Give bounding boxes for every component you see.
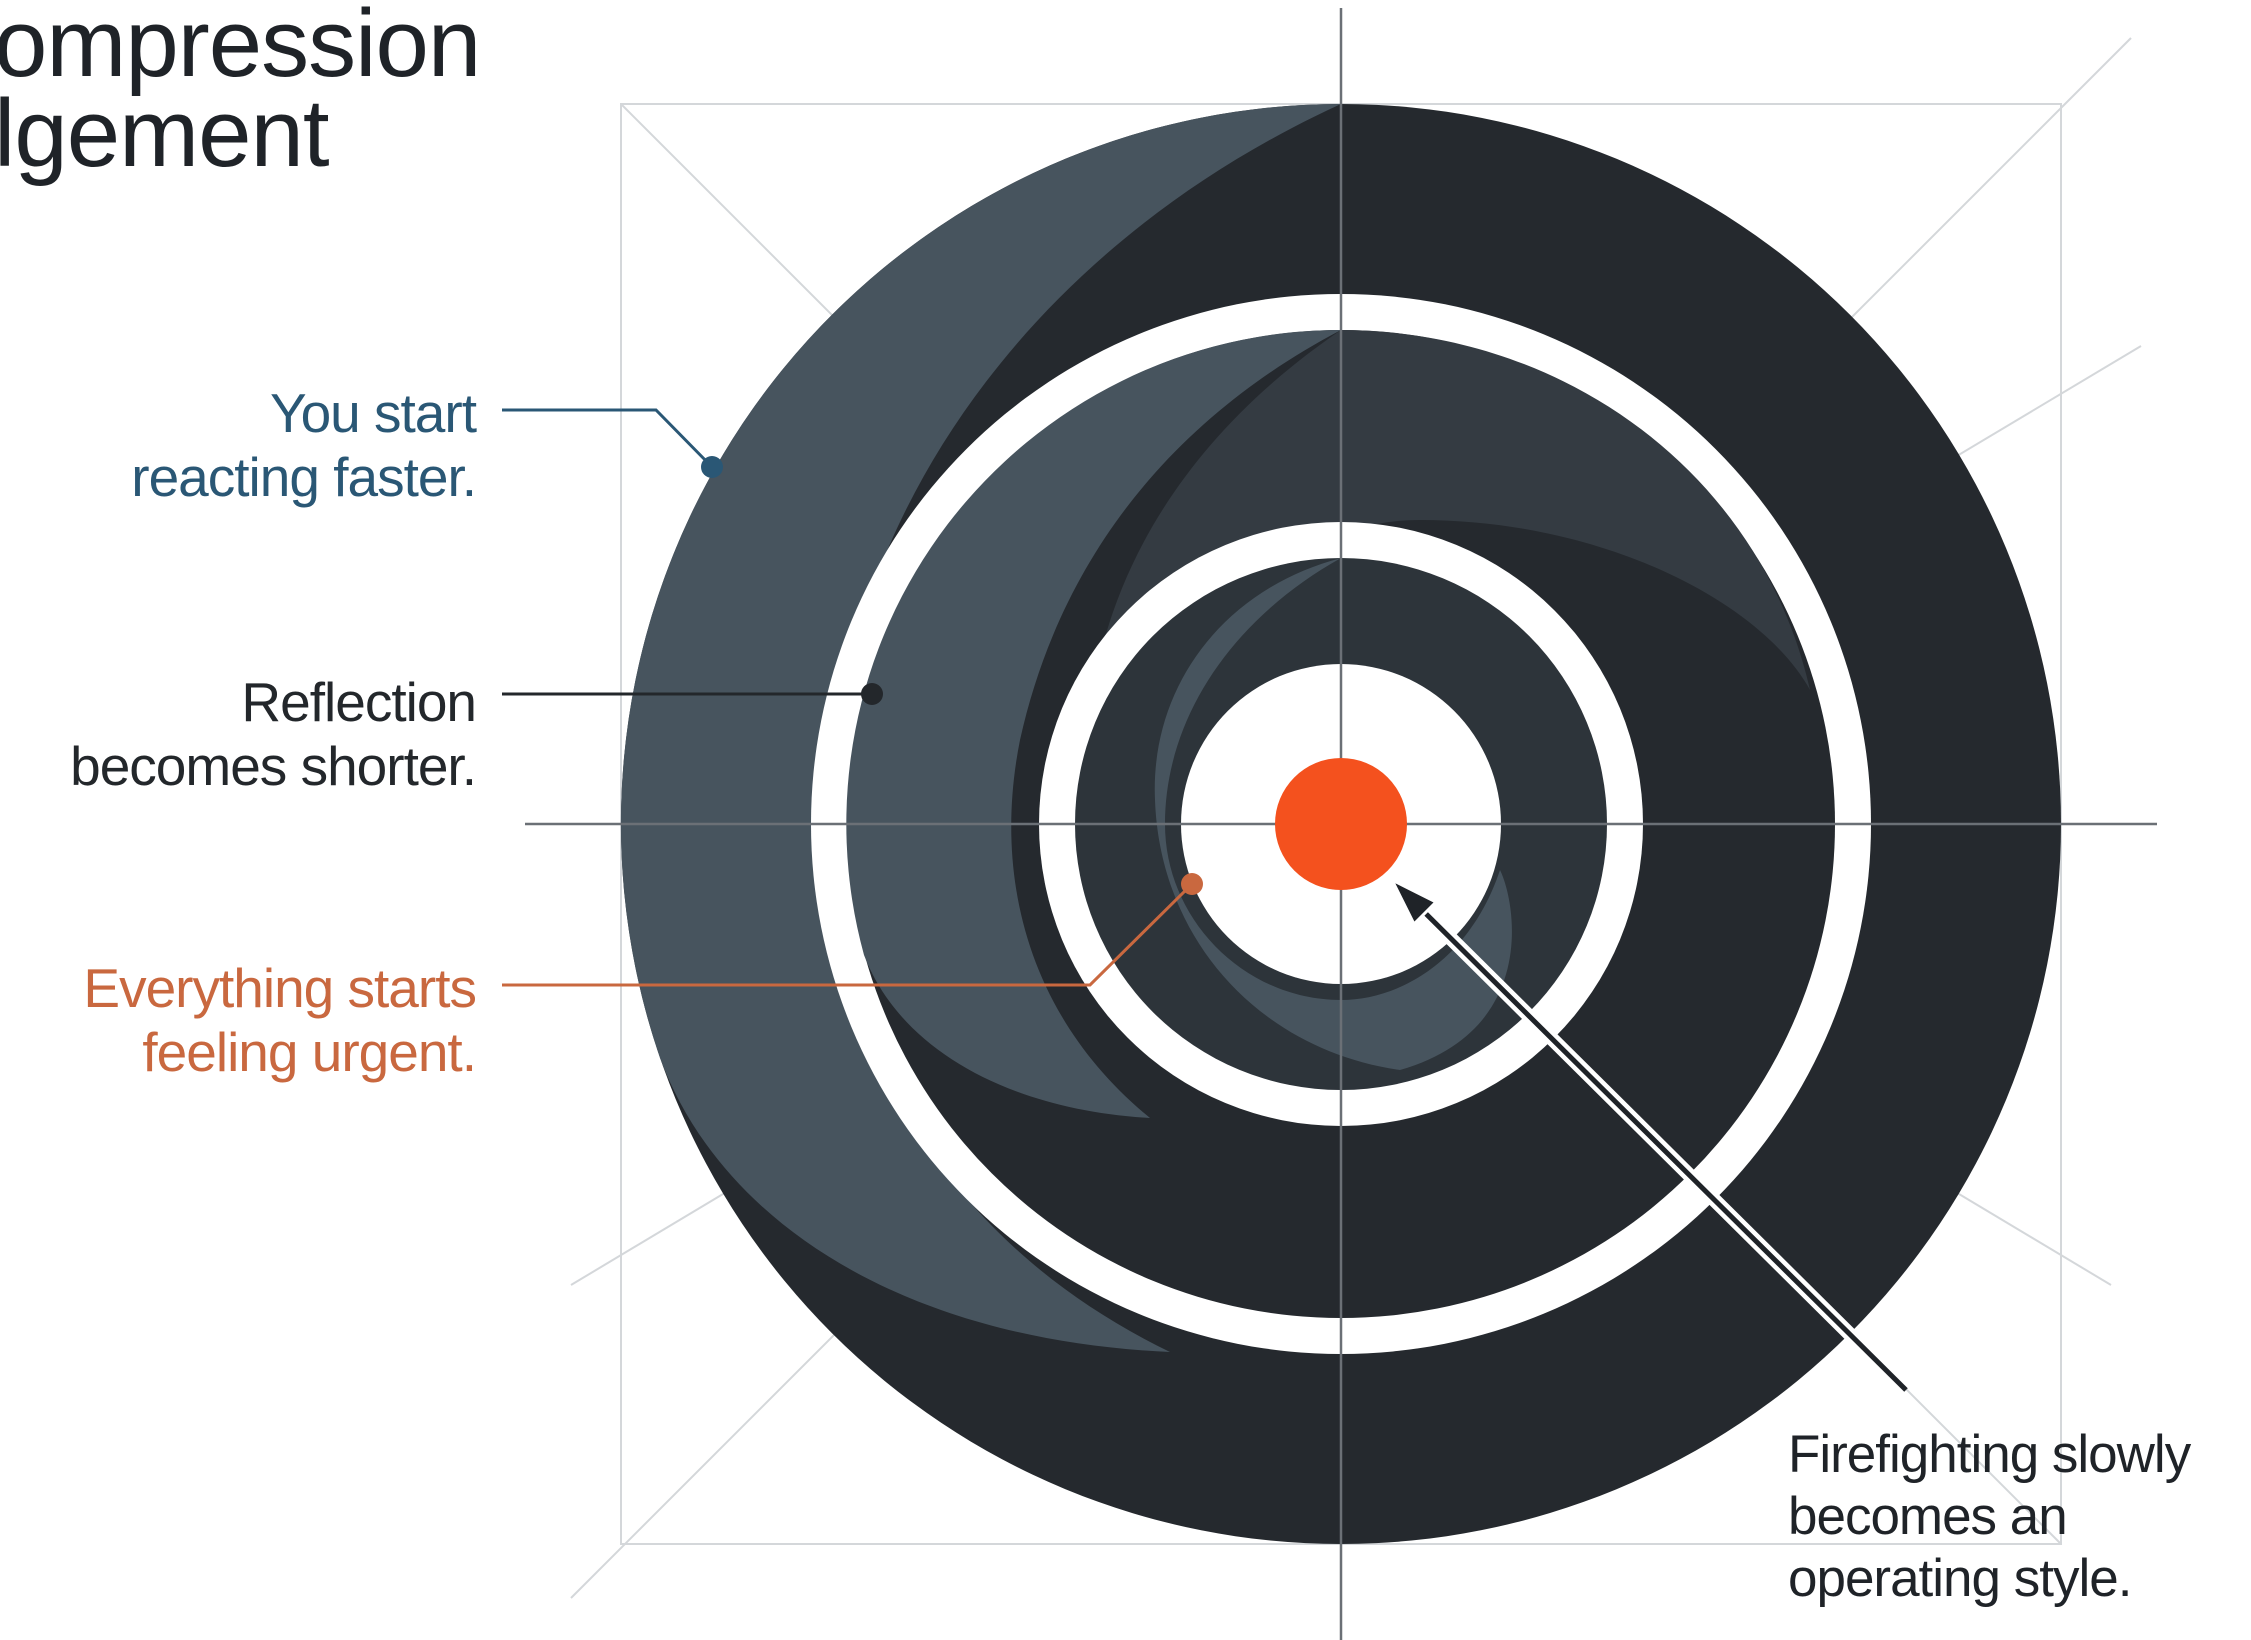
- annotation-middle-line-2: becomes shorter.: [70, 735, 477, 797]
- annotation-middle-line-1: Reflection: [241, 671, 477, 733]
- callout-line-2: becomes an: [1788, 1487, 2068, 1546]
- middle-ring-mid-band: [1087, 330, 1810, 1060]
- annotation-middle: Reflection becomes shorter.: [70, 670, 477, 798]
- leader-line-outer: [502, 408, 714, 469]
- callout-line-3: operating style.: [1788, 1549, 2132, 1608]
- marker-outer: [701, 456, 723, 478]
- callout-line-1: Firefighting slowly: [1788, 1425, 2191, 1484]
- title-line-1: ompression: [0, 0, 481, 97]
- core-dot: [1275, 758, 1407, 890]
- annotation-inner-line-2: feeling urgent.: [142, 1021, 477, 1083]
- callout-arrowhead: [1388, 876, 1439, 927]
- annotation-inner: Everything starts feeling urgent.: [83, 956, 477, 1084]
- annotation-outer-line-1: You start: [269, 382, 477, 444]
- annotation-outer: You start reacting faster.: [131, 381, 477, 509]
- callout-arrow-line: [1400, 888, 1908, 1392]
- outer-ring-light-band: [620, 103, 1341, 1352]
- inner-ring-light-band: [1154, 558, 1512, 1070]
- callout-arrow: [1388, 876, 1911, 1395]
- title-line-2: lgement: [0, 80, 330, 187]
- marker-inner: [1181, 873, 1203, 895]
- leader-lines: [502, 408, 1203, 987]
- callout-text: Firefighting slowly becomes an operating…: [1788, 1424, 2191, 1610]
- leader-line-inner: [502, 882, 1194, 987]
- marker-middle: [861, 683, 883, 705]
- annotation-inner-line-1: Everything starts: [83, 957, 477, 1019]
- annotation-outer-line-2: reacting faster.: [131, 446, 477, 508]
- middle-ring-light-band: [846, 329, 1341, 1118]
